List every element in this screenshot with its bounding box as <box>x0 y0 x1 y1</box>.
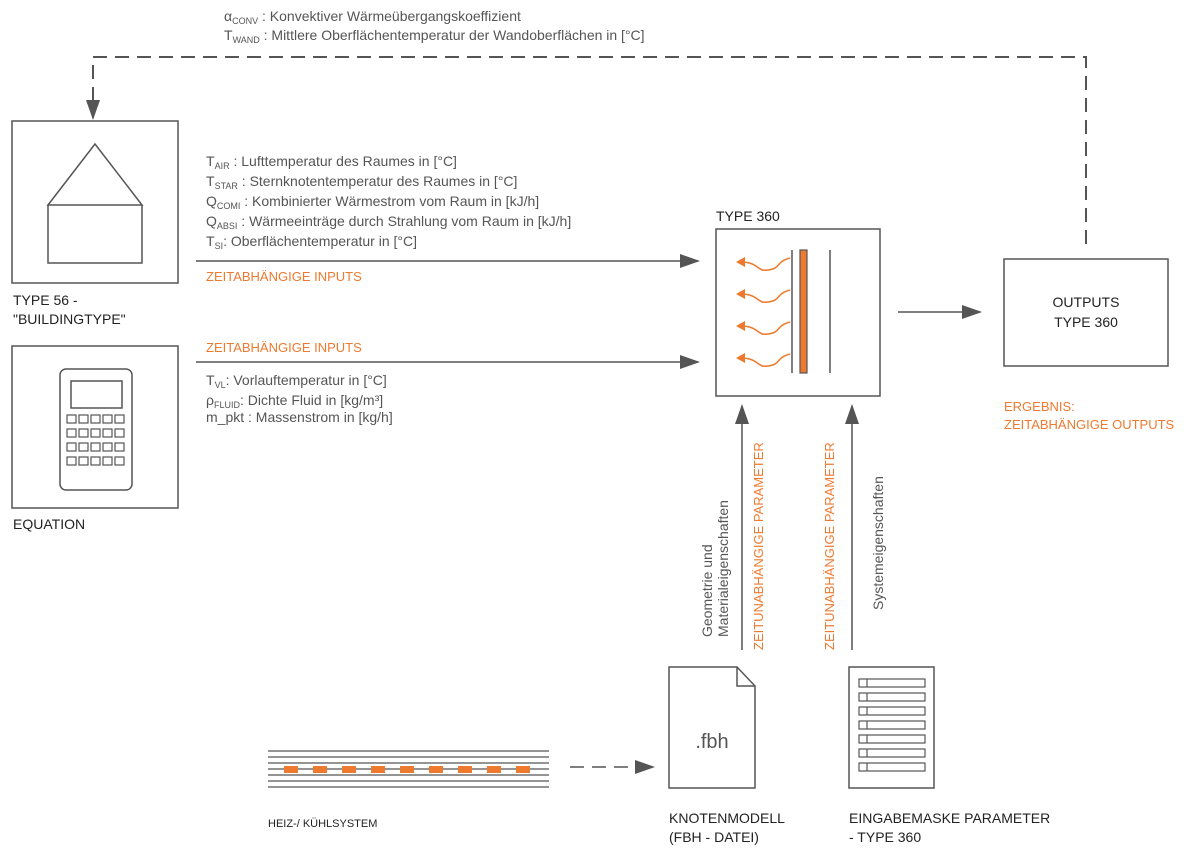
calculator-icon <box>59 368 133 491</box>
input-tvl: TVL: Vorlauftemperatur in [°C] <box>206 372 387 390</box>
params-label-right: ZEITUNABHÄNGIGE PARAMETER <box>822 442 837 650</box>
outputs-line2: TYPE 360 <box>1054 314 1118 330</box>
params-label-left: ZEITUNABHÄNGIGE PARAMETER <box>751 442 766 650</box>
type360-box <box>715 228 881 397</box>
system-properties: Systemeigenschaften <box>870 476 886 610</box>
building-label-line1: TYPE 56 - <box>13 292 78 308</box>
building-type56-box <box>11 120 179 284</box>
equation-inputs-list: TVL: Vorlauftemperatur in [°C] ρFLUID: D… <box>206 372 393 425</box>
feedback-arrow <box>86 56 1087 244</box>
house-icon <box>46 142 144 264</box>
input-mpkt: m_pkt : Massenstrom in [kg/h] <box>206 409 393 425</box>
outputs-line1: OUTPUTS <box>1053 294 1120 310</box>
input-tair: TAIR : Lufttemperatur des Raumes in [°C] <box>206 153 457 171</box>
input-rho-fluid: ρFLUID: Dichte Fluid in [kg/m³] <box>206 392 383 410</box>
inputs-label-building: ZEITABHÄNGIGE INPUTS <box>206 269 362 284</box>
outputs-result-line2: ZEITABHÄNGIGE OUTPUTS <box>1004 417 1175 432</box>
form-icon <box>848 666 935 789</box>
input-qcomi: QCOMI : Kombinierter Wärmestrom vom Raum… <box>206 193 539 211</box>
feedback-twand: TWAND : Mittlere Oberflächentemperatur d… <box>224 27 645 45</box>
file-icon <box>668 666 756 789</box>
geo-line2: Materialeigenschaften <box>715 500 731 637</box>
file-label-line1: KNOTENMODELL <box>669 810 785 826</box>
outputs-result-line1: ERGEBNIS: <box>1004 399 1075 414</box>
building-inputs-list: TAIR : Lufttemperatur des Raumes in [°C]… <box>206 153 571 251</box>
heat-wall-icon <box>736 249 831 374</box>
feedback-alpha: αCONV : Konvektiver Wärmeübergangskoeffi… <box>224 8 521 26</box>
input-tstar: TSTAR : Sternknotentemperatur des Raumes… <box>206 173 517 191</box>
input-qabsi: QABSI : Wärmeeinträge durch Strahlung vo… <box>206 213 571 231</box>
equation-box <box>11 345 179 509</box>
equation-label: EQUATION <box>13 516 85 532</box>
outputs-box <box>1003 258 1169 367</box>
heating-label: HEIZ-/ KÜHLSYSTEM <box>268 818 377 830</box>
file-extension: .fbh <box>695 731 728 753</box>
inputs-label-equation: ZEITABHÄNGIGE INPUTS <box>206 340 362 355</box>
type360-title: TYPE 360 <box>716 208 780 224</box>
building-label-line2: "BUILDINGTYPE" <box>13 311 126 327</box>
mask-label-line2: - TYPE 360 <box>849 829 921 845</box>
input-tsi: TSI: Oberflächentemperatur in [°C] <box>206 233 417 251</box>
floor-heating-icon <box>268 750 549 788</box>
geo-line1: Geometrie und <box>699 544 715 637</box>
mask-label-line1: EINGABEMASKE PARAMETER <box>849 810 1050 826</box>
file-label-line2: (FBH - DATEI) <box>669 829 759 845</box>
